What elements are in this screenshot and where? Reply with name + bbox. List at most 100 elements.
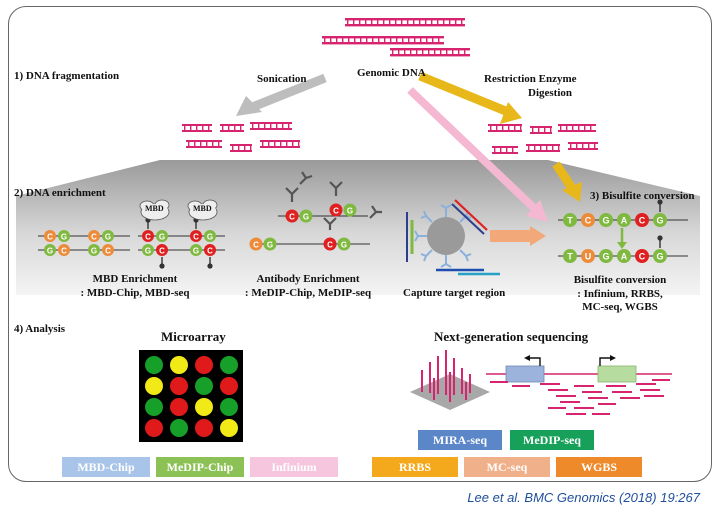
mbd-enrichment-graphic: C G G C C G G C C G G C C G G C <box>38 199 225 269</box>
base-g: G <box>653 249 667 263</box>
svg-text:G: G <box>47 247 53 256</box>
bisulfite-method-line2: MC-seq, WGBS <box>582 301 658 313</box>
restriction-enzyme-label: Restriction Enzyme <box>484 73 577 85</box>
base-u: U <box>581 249 595 263</box>
microarray-spot <box>145 398 163 416</box>
sonication-fragments <box>182 122 300 152</box>
mira-seq-box: MIRA-seq <box>418 430 502 450</box>
svg-text:C: C <box>289 213 295 222</box>
microarray-spot <box>195 419 213 437</box>
base-g: G <box>653 213 667 227</box>
svg-text:G: G <box>656 252 663 262</box>
microarray-spot <box>195 356 213 374</box>
bisulfite-method-line1: : Infinium, RRBS, <box>577 288 663 300</box>
mc-seq-box: MC-seq <box>464 457 550 477</box>
svg-text:G: G <box>656 216 663 226</box>
svg-text:C: C <box>47 233 53 242</box>
svg-text:G: G <box>145 247 151 256</box>
svg-text:G: G <box>61 233 67 242</box>
genomic-dna-label: Genomic DNA <box>357 67 426 79</box>
microarray-spot <box>220 398 238 416</box>
svg-text:C: C <box>91 233 97 242</box>
svg-text:G: G <box>91 247 97 256</box>
base-a: A <box>617 213 631 227</box>
microarray-spot <box>195 398 213 416</box>
svg-text:G: G <box>193 247 199 256</box>
ngs-read-pileup <box>410 350 490 410</box>
restriction-fragments <box>488 124 598 154</box>
microarray-spot <box>170 419 188 437</box>
svg-text:C: C <box>253 241 259 250</box>
citation: Lee et al. BMC Genomics (2018) 19:267 <box>467 490 700 505</box>
svg-text:C: C <box>327 241 333 250</box>
svg-text:C: C <box>207 247 213 256</box>
svg-text:G: G <box>303 213 309 222</box>
base-t: T <box>563 249 577 263</box>
base-g: G <box>599 249 613 263</box>
base-c: C <box>581 213 595 227</box>
medip-chip-box: MeDIP-Chip <box>156 457 244 477</box>
restriction-to-bisulfite-arrow <box>552 161 576 191</box>
digestion-label: Digestion <box>528 87 572 99</box>
capture-target-graphic <box>406 199 546 276</box>
mbd-enrichment-methods: : MBD-Chip, MBD-seq <box>80 287 190 299</box>
sonication-label: Sonication <box>257 73 307 85</box>
microarray-spot <box>220 356 238 374</box>
antibody-icon <box>285 171 382 230</box>
svg-text:G: G <box>207 233 213 242</box>
mbd-protein-cloud <box>187 199 218 221</box>
svg-text:G: G <box>347 207 353 216</box>
microarray-spot <box>170 398 188 416</box>
svg-text:A: A <box>621 252 628 262</box>
base-a: A <box>617 249 631 263</box>
rrbs-box: RRBS <box>372 457 458 477</box>
mbd-enrichment-title: MBD Enrichment <box>92 273 178 285</box>
svg-text:C: C <box>585 216 592 226</box>
svg-text:G: G <box>602 252 609 262</box>
antibody-enrichment-graphic: C G C G C G C G <box>249 171 382 251</box>
enrichment-band <box>16 160 700 295</box>
microarray-spot <box>145 419 163 437</box>
svg-text:C: C <box>639 216 646 226</box>
microarray-spot <box>170 356 188 374</box>
base-c: C <box>635 213 649 227</box>
microarray-spot <box>145 377 163 395</box>
sonication-arrow <box>248 73 327 113</box>
svg-text:C: C <box>639 252 646 262</box>
ngs-label: Next-generation sequencing <box>434 329 589 344</box>
wgbs-box: WGBS <box>556 457 642 477</box>
svg-text:C: C <box>159 247 165 256</box>
svg-text:C: C <box>105 247 111 256</box>
microarray-spot <box>195 377 213 395</box>
svg-text:G: G <box>105 233 111 242</box>
mbd-tag: MBD <box>193 204 212 213</box>
svg-text:C: C <box>333 207 339 216</box>
mbd-protein-cloud <box>139 199 170 221</box>
microarray-spot <box>170 377 188 395</box>
svg-text:G: G <box>341 241 347 250</box>
section-bisulfite-conversion: 3) Bisulfite conversion <box>590 190 695 202</box>
section-dna-fragmentation: 1) DNA fragmentation <box>14 70 120 82</box>
medip-seq-box: MeDIP-seq <box>510 430 594 450</box>
svg-text:G: G <box>602 216 609 226</box>
base-c: C <box>635 249 649 263</box>
microarray-label: Microarray <box>161 329 226 344</box>
mbd-tag: MBD <box>145 204 164 213</box>
svg-text:U: U <box>585 252 592 262</box>
bisulfite-method-title: Bisulfite conversion <box>573 274 667 286</box>
microarray-spot <box>220 377 238 395</box>
restriction-arrow <box>418 71 510 117</box>
capture-target-label: Capture target region <box>403 287 506 299</box>
microarray-spot <box>220 419 238 437</box>
section-dna-enrichment: 2) DNA enrichment <box>14 187 106 199</box>
microarray-spot <box>145 356 163 374</box>
svg-text:T: T <box>567 216 573 226</box>
base-t: T <box>563 213 577 227</box>
infinium-box: Infinium <box>250 457 338 477</box>
genomic-to-bisulfite-arrow <box>407 87 539 213</box>
svg-text:C: C <box>61 247 67 256</box>
mbd-chip-box: MBD-Chip <box>62 457 150 477</box>
base-g: G <box>599 213 613 227</box>
section-analysis: 4) Analysis <box>14 323 66 335</box>
